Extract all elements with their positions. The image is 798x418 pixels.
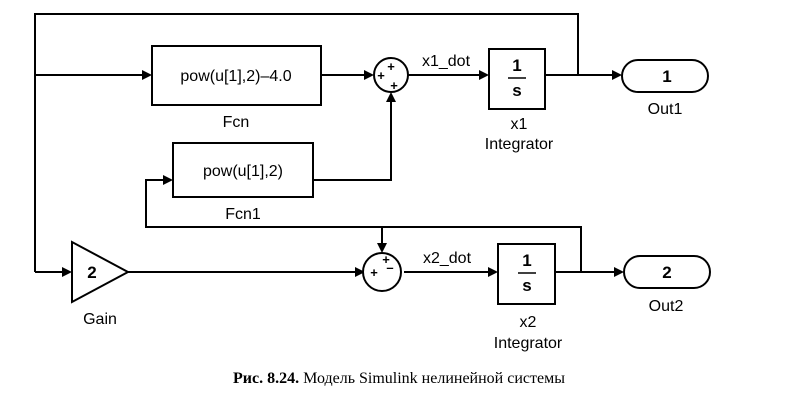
integrator1-block[interactable]: 1 s xyxy=(488,48,546,110)
out2-port[interactable]: 2 xyxy=(623,255,711,289)
caption-figure-number: Рис. 8.24. xyxy=(233,370,300,387)
x1-dot-label: x1_dot xyxy=(422,53,471,70)
fcn-block[interactable]: pow(u[1],2)–4.0 xyxy=(151,45,322,106)
arrow-into-fcn1 xyxy=(163,175,173,185)
integrator2-denominator: s xyxy=(522,276,531,295)
fcn1-expression: pow(u[1],2) xyxy=(203,163,283,180)
integrator1-name-line1: x1 xyxy=(511,116,528,133)
integrator2-block[interactable]: 1 s xyxy=(497,243,556,305)
out1-port-number: 1 xyxy=(662,67,671,86)
out2-name: Out2 xyxy=(649,298,684,315)
wire-fcn1-to-sum1 xyxy=(313,100,392,181)
arrow-into-out1 xyxy=(612,70,622,80)
arrow-into-sum2-top xyxy=(377,243,387,253)
fcn-name: Fcn xyxy=(223,114,250,131)
wire-x1-top-loop xyxy=(34,13,579,272)
out2-port-number: 2 xyxy=(662,263,671,282)
arrow-into-sum2-left xyxy=(355,267,365,277)
fcn1-name: Fcn1 xyxy=(225,206,261,223)
caption-text: Модель Simulink нелинейной системы xyxy=(303,370,565,387)
arrow-into-int2 xyxy=(488,267,498,277)
sum2-sign-left: + xyxy=(370,265,378,280)
integrator2-name-line1: x2 xyxy=(520,314,537,331)
out1-port[interactable]: 1 xyxy=(621,59,709,93)
fcn1-block[interactable]: pow(u[1],2) xyxy=(172,142,314,198)
gain-name: Gain xyxy=(83,311,117,328)
integrator1-numerator: 1 xyxy=(512,56,521,75)
integrator1-denominator: s xyxy=(512,81,521,100)
gain-value: 2 xyxy=(87,263,96,282)
sum1-sign-bottom: + xyxy=(390,78,398,93)
gain-block[interactable]: 2 xyxy=(71,240,131,304)
arrow-into-out2 xyxy=(614,267,624,277)
signal-lines xyxy=(34,13,614,273)
wire-x2-feedback xyxy=(145,179,582,272)
sum1-sign-top: + xyxy=(387,59,395,74)
arrow-into-sum1-bottom xyxy=(386,92,396,102)
arrow-into-int1 xyxy=(479,70,489,80)
out1-name: Out1 xyxy=(648,101,683,118)
sum2-sign-top: + xyxy=(382,252,390,267)
integrator2-numerator: 1 xyxy=(522,251,531,270)
sum1-block[interactable]: + + + xyxy=(373,57,409,93)
figure-caption: Рис. 8.24. Модель Simulink нелинейной си… xyxy=(0,370,798,388)
sum1-sign-left: + xyxy=(377,68,385,83)
integrator2-name-line2: Integrator xyxy=(494,335,563,352)
x2-dot-label: x2_dot xyxy=(423,250,472,267)
arrow-into-fcn xyxy=(142,70,152,80)
sum2-sign-bottom: – xyxy=(386,260,393,275)
arrow-into-gain xyxy=(62,267,72,277)
arrow-into-sum1-left xyxy=(364,70,374,80)
fcn-expression: pow(u[1],2)–4.0 xyxy=(180,68,291,85)
arrowheads xyxy=(62,70,624,277)
integrator1-name-line2: Integrator xyxy=(485,136,554,153)
sum2-block[interactable]: + + – xyxy=(362,252,402,292)
